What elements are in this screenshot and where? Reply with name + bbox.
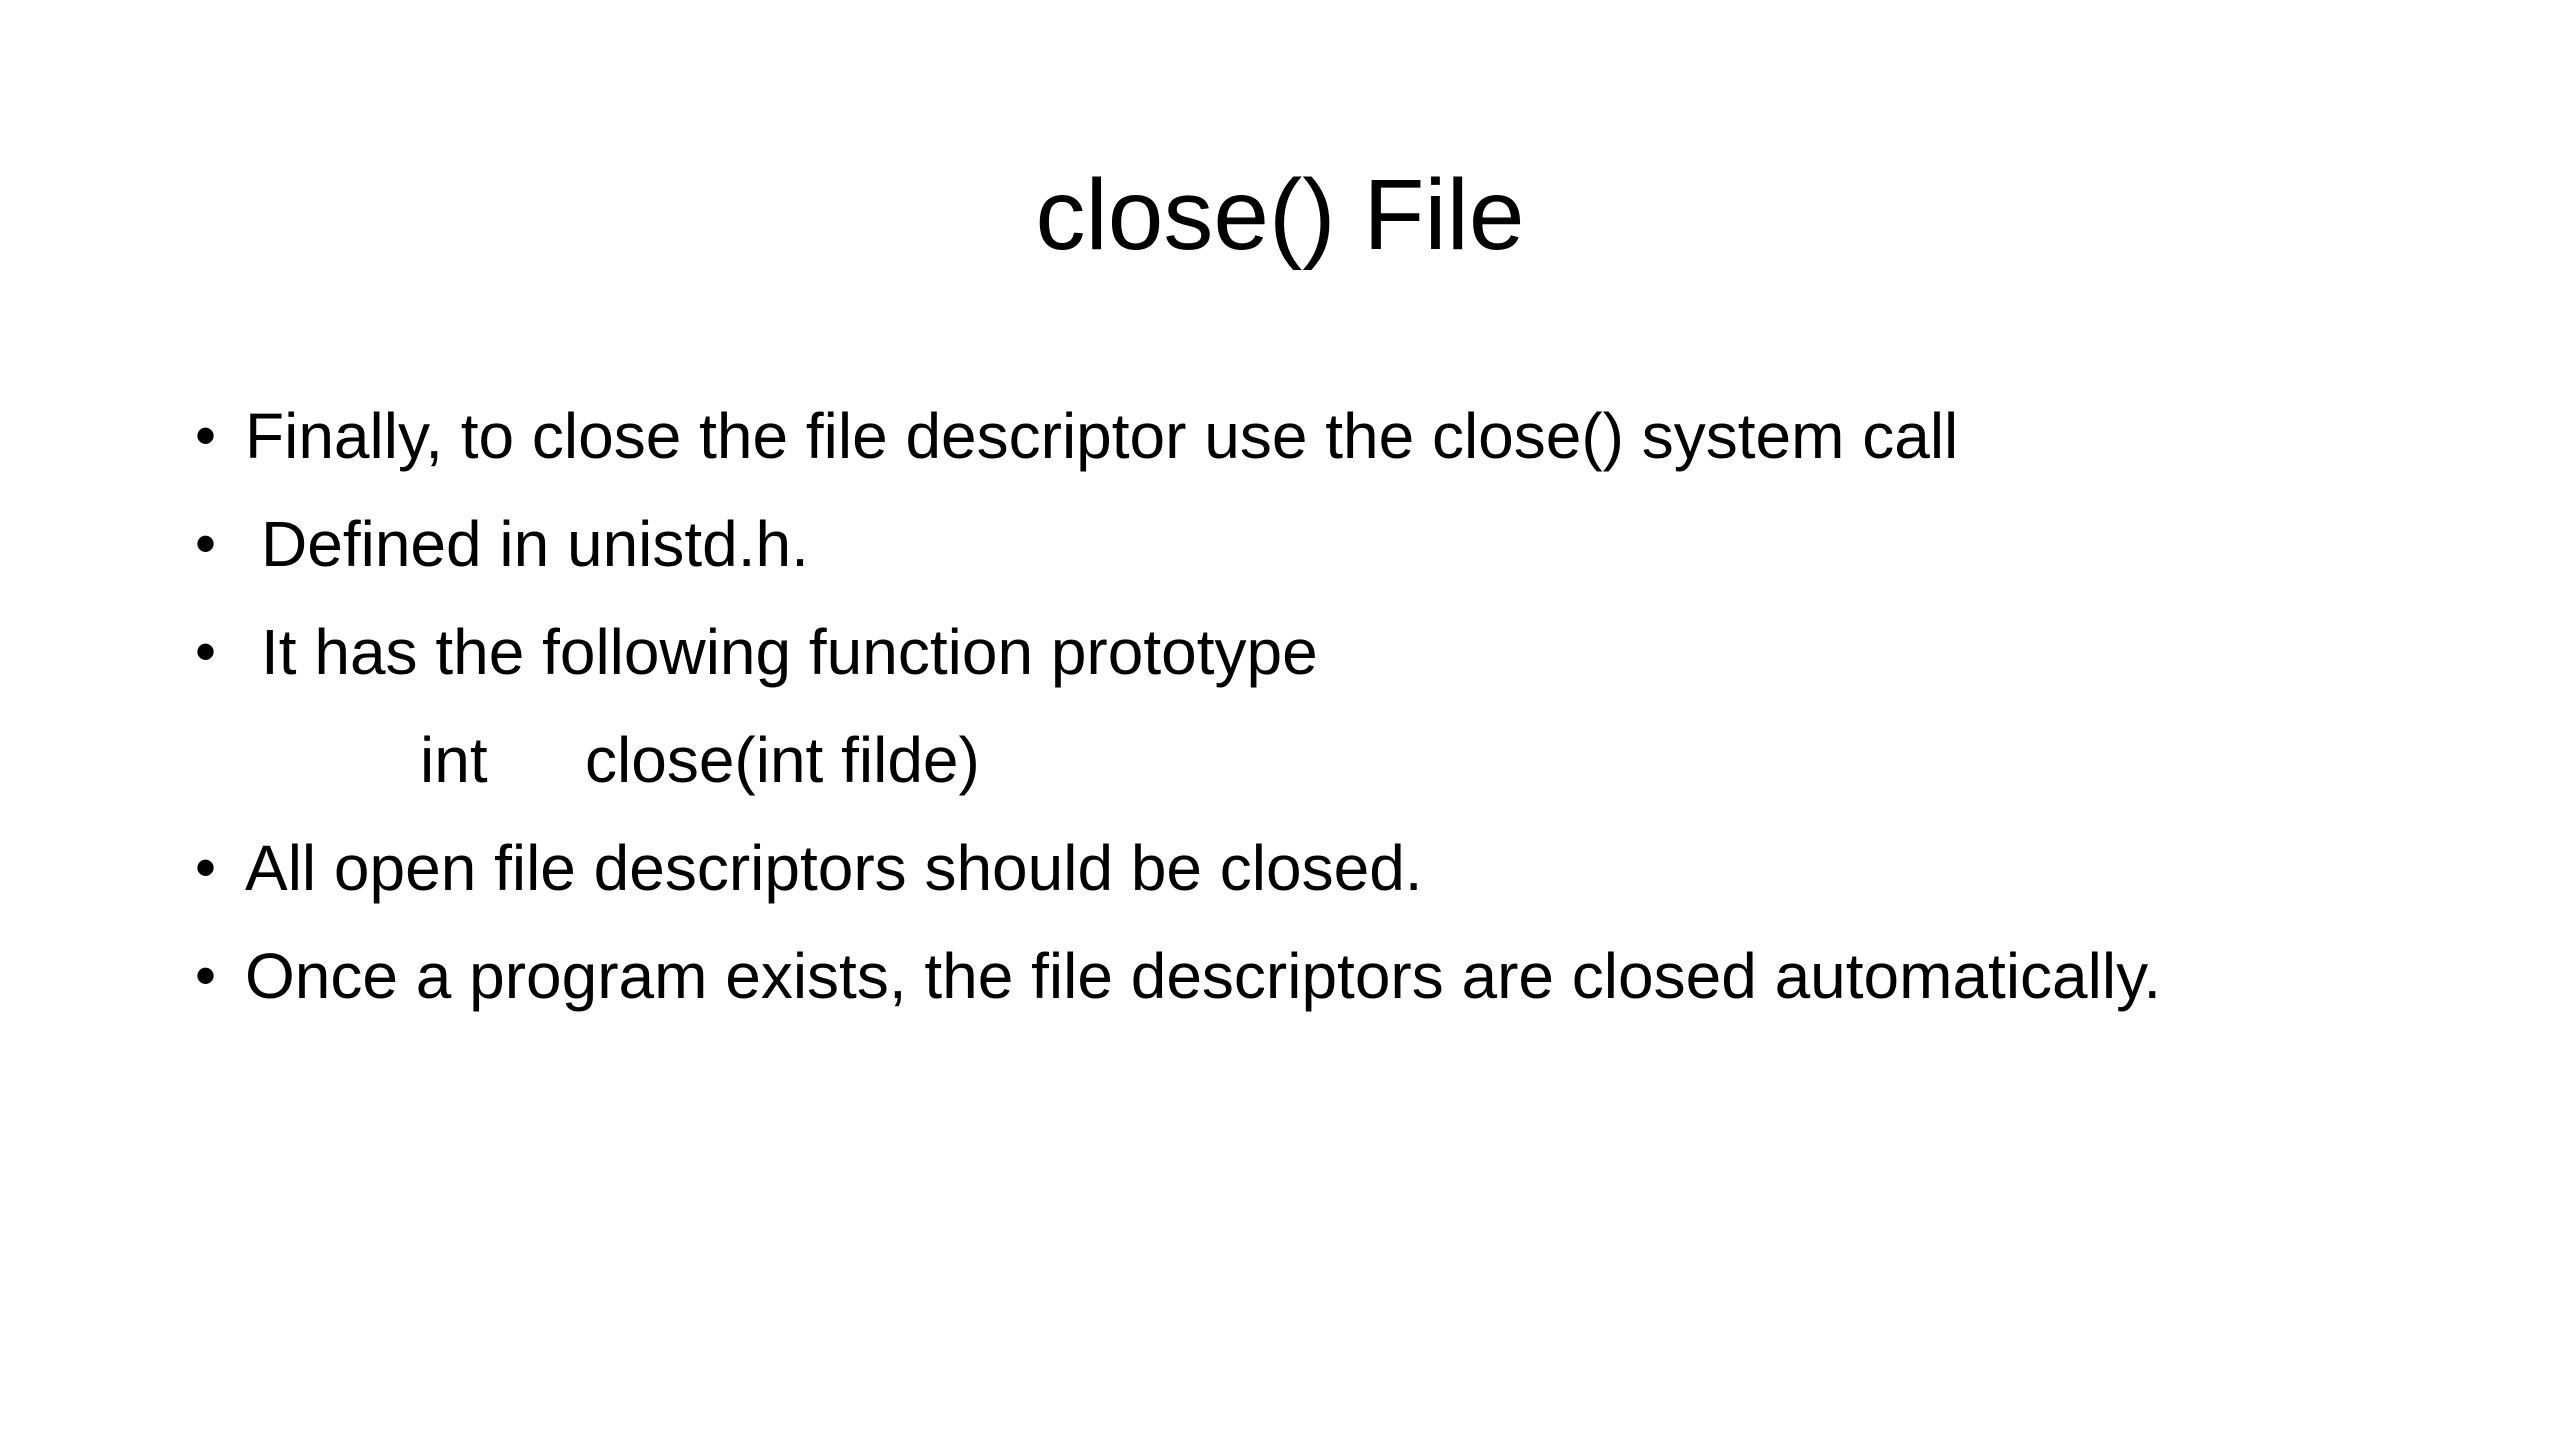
bullet-item: • It has the following function prototyp… [195,598,2445,706]
bullet-icon: • [195,942,217,1009]
bullet-text: It has the following function prototype [261,616,1318,688]
bullet-item: • All open file descriptors should be cl… [195,814,2445,922]
bullet-icon: • [195,510,217,577]
prototype-return-type: int [420,724,488,796]
bullet-icon: • [195,402,217,469]
bullet-item: • Once a program exists, the file descri… [195,922,2445,1030]
bullet-text: Once a program exists, the file descript… [245,940,2162,1012]
bullet-icon: • [195,834,217,901]
bullet-text: Defined in unistd.h. [261,508,809,580]
bullet-item: • Defined in unistd.h. [195,490,2445,598]
bullet-list: • Finally, to close the file descriptor … [195,382,2445,1030]
bullet-icon: • [195,618,217,685]
function-prototype: int close(int filde) [195,706,2445,814]
prototype-signature: close(int filde) [585,724,980,796]
slide-title: close() File [1035,159,1525,271]
bullet-item: • Finally, to close the file descriptor … [195,382,2445,490]
bullet-text: Finally, to close the file descriptor us… [245,400,1959,472]
bullet-text: All open file descriptors should be clos… [245,832,1423,904]
